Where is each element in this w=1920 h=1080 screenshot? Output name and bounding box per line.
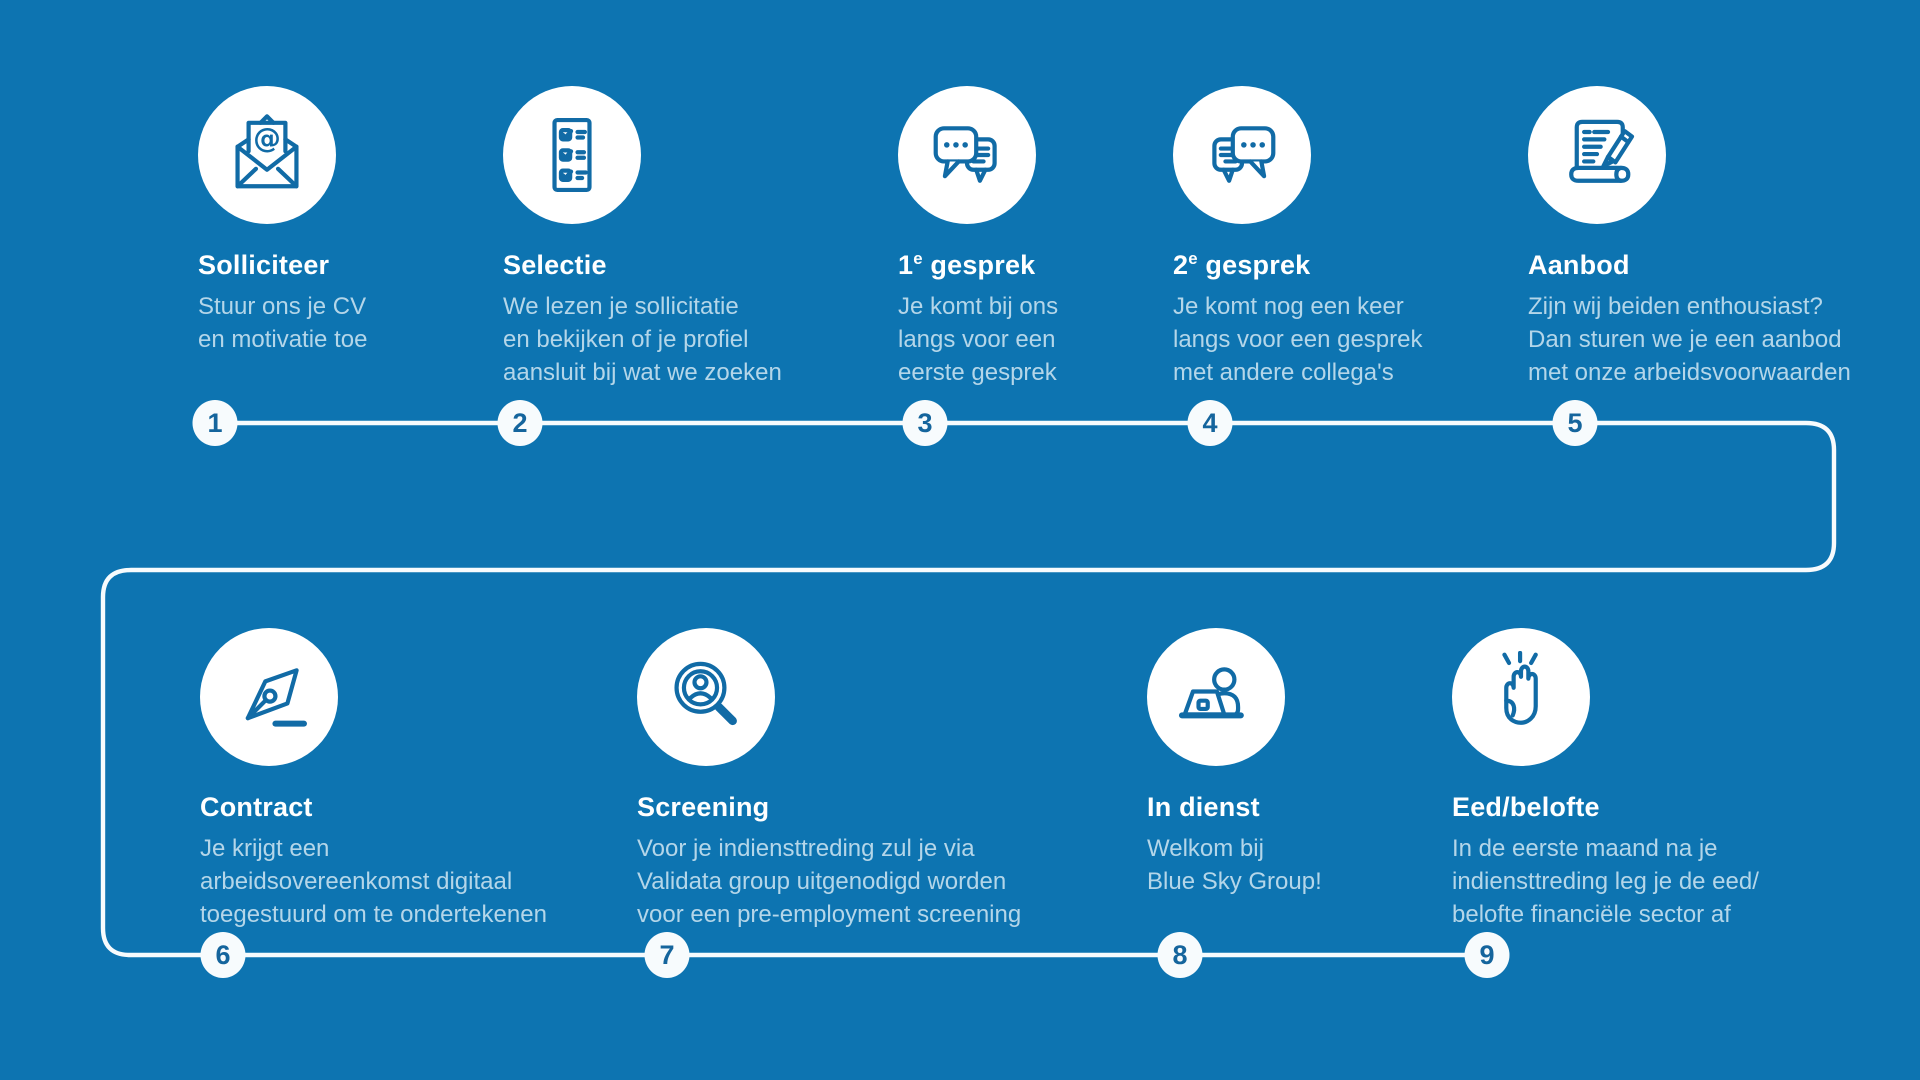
pen-nib-icon bbox=[200, 628, 338, 766]
chat-bubbles-right-icon bbox=[1173, 86, 1311, 224]
step-number-badge-3: 3 bbox=[902, 400, 948, 446]
step-title: 1e gesprek bbox=[898, 249, 1036, 280]
step-number-badge-6: 6 bbox=[200, 932, 246, 978]
step-number-badge-9: 9 bbox=[1464, 932, 1510, 978]
laptop-person-icon bbox=[1147, 628, 1285, 766]
step-title: Aanbod bbox=[1528, 250, 1630, 280]
step-screening: Screening Voor je indiensttreding zul je… bbox=[637, 628, 1021, 931]
oath-hand-icon bbox=[1452, 628, 1590, 766]
checklist-icon bbox=[503, 86, 641, 224]
step-title: Solliciteer bbox=[198, 250, 330, 280]
step-number-badge-5: 5 bbox=[1552, 400, 1598, 446]
step-title: Eed/belofte bbox=[1452, 792, 1600, 822]
svg-text:@: @ bbox=[253, 122, 281, 155]
step-number-badge-4: 4 bbox=[1187, 400, 1233, 446]
step-title: Selectie bbox=[503, 250, 607, 280]
step-title: 2e gesprek bbox=[1173, 249, 1311, 280]
step-title: Contract bbox=[200, 792, 313, 822]
step-number-badge-1: 1 bbox=[192, 400, 238, 446]
step-title: Screening bbox=[637, 792, 770, 822]
step-number-badge-8: 8 bbox=[1157, 932, 1203, 978]
step-description: Zijn wij beiden enthousiast?Dan sturen w… bbox=[1528, 293, 1851, 386]
step-number-badge-2: 2 bbox=[497, 400, 543, 446]
step-aanbod: Aanbod Zijn wij beiden enthousiast?Dan s… bbox=[1528, 86, 1851, 389]
scroll-pencil-icon bbox=[1528, 86, 1666, 224]
step-number-badge-7: 7 bbox=[644, 932, 690, 978]
envelope-at-icon: @ bbox=[198, 86, 336, 224]
step-title: In dienst bbox=[1147, 792, 1260, 822]
chat-bubbles-left-icon bbox=[898, 86, 1036, 224]
magnifier-person-icon bbox=[637, 628, 775, 766]
